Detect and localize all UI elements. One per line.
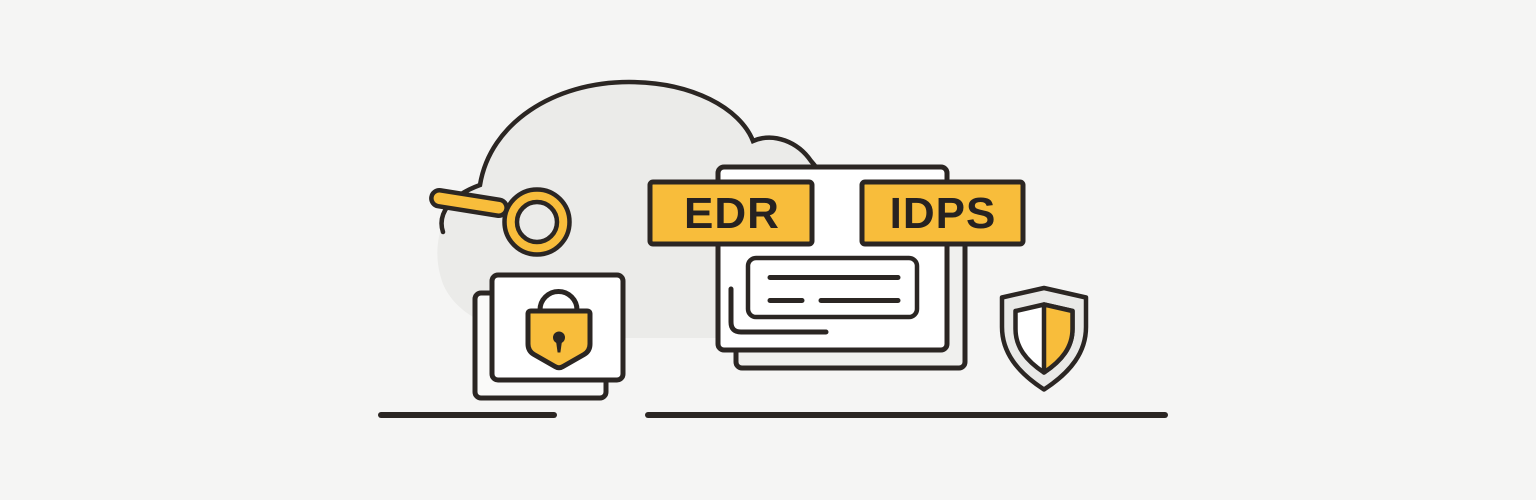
badge-edr-label: EDR — [684, 189, 780, 238]
magnifier-ring-yellow — [506, 191, 568, 253]
badge-idps-label: IDPS — [890, 189, 997, 238]
badge-edr: EDR — [647, 179, 815, 247]
magnifying-glass-icon — [429, 187, 572, 257]
badge-idps-box — [859, 179, 1026, 247]
padlock-shackle — [537, 289, 580, 315]
magnifier-ring-outer — [502, 187, 572, 257]
cloud-top-outline — [439, 79, 827, 235]
magnifier-ring-inner — [514, 199, 560, 245]
keyhole-tail — [556, 341, 562, 353]
text-panel — [745, 255, 920, 320]
badge-idps: IDPS — [859, 179, 1026, 247]
shield-icon — [999, 285, 1089, 392]
shield-yellow-half — [1041, 302, 1075, 375]
badge-edr-box — [647, 179, 815, 247]
padlock-icon — [525, 289, 593, 371]
keyhole-circle — [553, 331, 565, 344]
lock-cards — [472, 272, 626, 401]
corner-bracket-line — [728, 286, 829, 335]
